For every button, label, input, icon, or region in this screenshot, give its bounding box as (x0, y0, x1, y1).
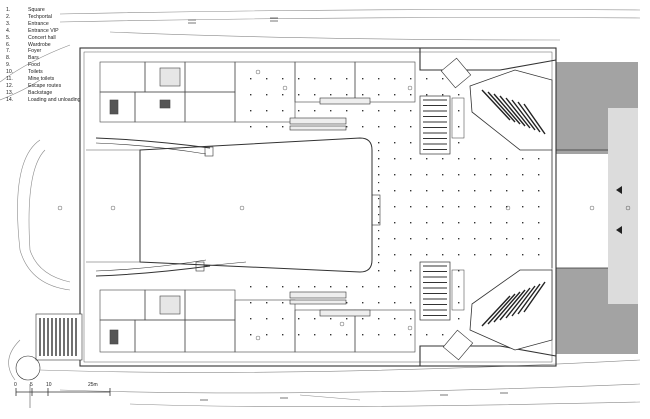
legend-number: 13. (6, 89, 14, 96)
legend: 1. Square 2. Techportal 3. Entrance 4. Entrance… (6, 7, 116, 104)
legend-label: Square (28, 7, 45, 13)
loading-dock (15, 313, 83, 381)
scale-label-0: 0 (14, 382, 17, 388)
legend-item: 14. Loading and unloading (6, 97, 116, 104)
entrance-facade (551, 149, 608, 269)
scale-label-25m: 25m (88, 382, 98, 388)
legend-number: 10. (6, 69, 14, 76)
legend-number: 2. (6, 13, 11, 20)
legend-number: 11. (6, 76, 13, 83)
legend-item: 5. Concert hall (6, 35, 116, 42)
scale-label-10: 10 (46, 382, 52, 388)
legend-label: Bars (28, 55, 39, 62)
legend-number: 14. (6, 96, 14, 103)
site-context (0, 9, 641, 407)
legend-item: 1. Square (6, 7, 116, 14)
stair-blocks (419, 95, 465, 321)
legend-label: Entrance VIP (28, 27, 59, 34)
boh-rooms-top (99, 61, 416, 123)
legend-label: Concert hall (28, 34, 56, 41)
legend-number: 3. (6, 20, 11, 27)
legend-item: 11. Mine toilets (6, 76, 116, 83)
legend-label: Backstage (28, 89, 53, 96)
legend-label: Techportal (28, 13, 52, 20)
legend-label: Foyer (28, 48, 42, 55)
legend-label: Escape routes (28, 82, 62, 89)
legend-item: 13. Backstage (6, 90, 116, 97)
legend-item: 3. Entrance (6, 21, 116, 28)
legend-item: 8. Bars (6, 55, 116, 62)
legend-number: 4. (6, 27, 11, 34)
legend-number: 1. (6, 7, 11, 13)
concert-hall (86, 137, 381, 277)
legend-label: Mine toilets (28, 76, 55, 83)
legend-label: Loading and unloading (28, 96, 81, 103)
legend-item: 10. Toilets (6, 69, 116, 76)
room-markers (57, 69, 631, 341)
legend-number: 6. (6, 41, 11, 48)
neighbour-block-mid (608, 108, 638, 304)
legend-number: 12. (6, 82, 14, 89)
scale-bar-graphic (15, 384, 111, 408)
corner-stairs (440, 57, 474, 361)
legend-number: 9. (6, 62, 11, 69)
legend-item: 7. Foyer (6, 48, 116, 55)
legend-label: Wardrobe (28, 41, 51, 48)
legend-item: 12. Escape routes (6, 83, 116, 90)
legend-item: 9. Food (6, 62, 116, 69)
legend-number: 7. (6, 48, 11, 55)
legend-item: 6. Wardrobe (6, 42, 116, 49)
legend-number: 8. (6, 55, 11, 62)
legend-number: 5. (6, 34, 11, 41)
entrance-arrow-1 (616, 186, 622, 194)
legend-label: Entrance (28, 20, 49, 27)
bars (289, 97, 371, 317)
legend-item: 2. Techportal (6, 14, 116, 21)
boh-rooms-bottom (99, 289, 416, 353)
scale-bar: 0 5 10 25m (14, 382, 114, 400)
entrance-arrow-2 (616, 226, 622, 234)
seating-fan-top (469, 69, 553, 151)
legend-label: Food (28, 62, 40, 69)
scale-label-5: 5 (30, 382, 33, 388)
legend-label: Toilets (28, 69, 43, 76)
legend-item: 4. Entrance VIP (6, 28, 116, 35)
seating-fan-bottom (469, 269, 553, 351)
street-marks (188, 17, 508, 401)
